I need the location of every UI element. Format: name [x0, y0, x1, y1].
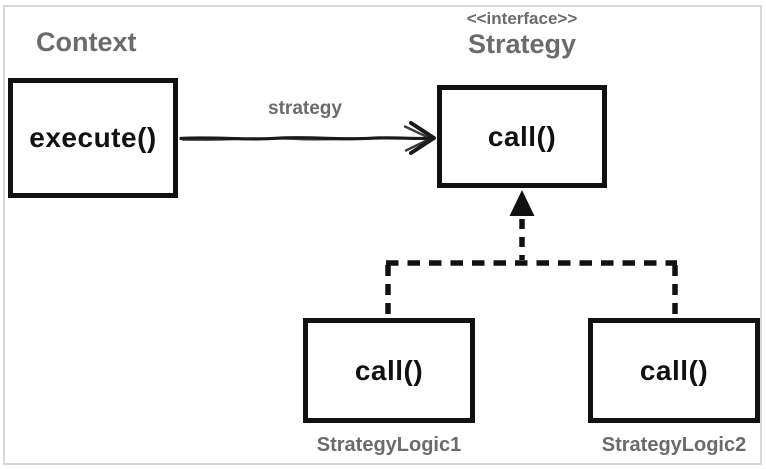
strategylogic2-method-label: call()	[639, 354, 709, 386]
context-method-box: execute()	[8, 78, 178, 198]
context-method-label: execute()	[29, 122, 157, 153]
strategy-interface-title: Strategy	[467, 29, 577, 59]
strategy-method-box: call()	[437, 85, 607, 188]
association-label: strategy	[268, 98, 342, 119]
context-class-title: Context	[36, 27, 137, 57]
strategylogic2-method-box: call()	[588, 318, 760, 423]
strategylogic1-method-label: call()	[354, 354, 424, 386]
strategy-method-label: call()	[487, 120, 557, 152]
strategylogic2-class-title: StrategyLogic2	[601, 434, 747, 456]
strategylogic1-method-box: call()	[303, 318, 475, 423]
interface-stereotype: <<interface>>	[466, 9, 578, 28]
strategylogic1-class-title: StrategyLogic1	[316, 434, 462, 456]
